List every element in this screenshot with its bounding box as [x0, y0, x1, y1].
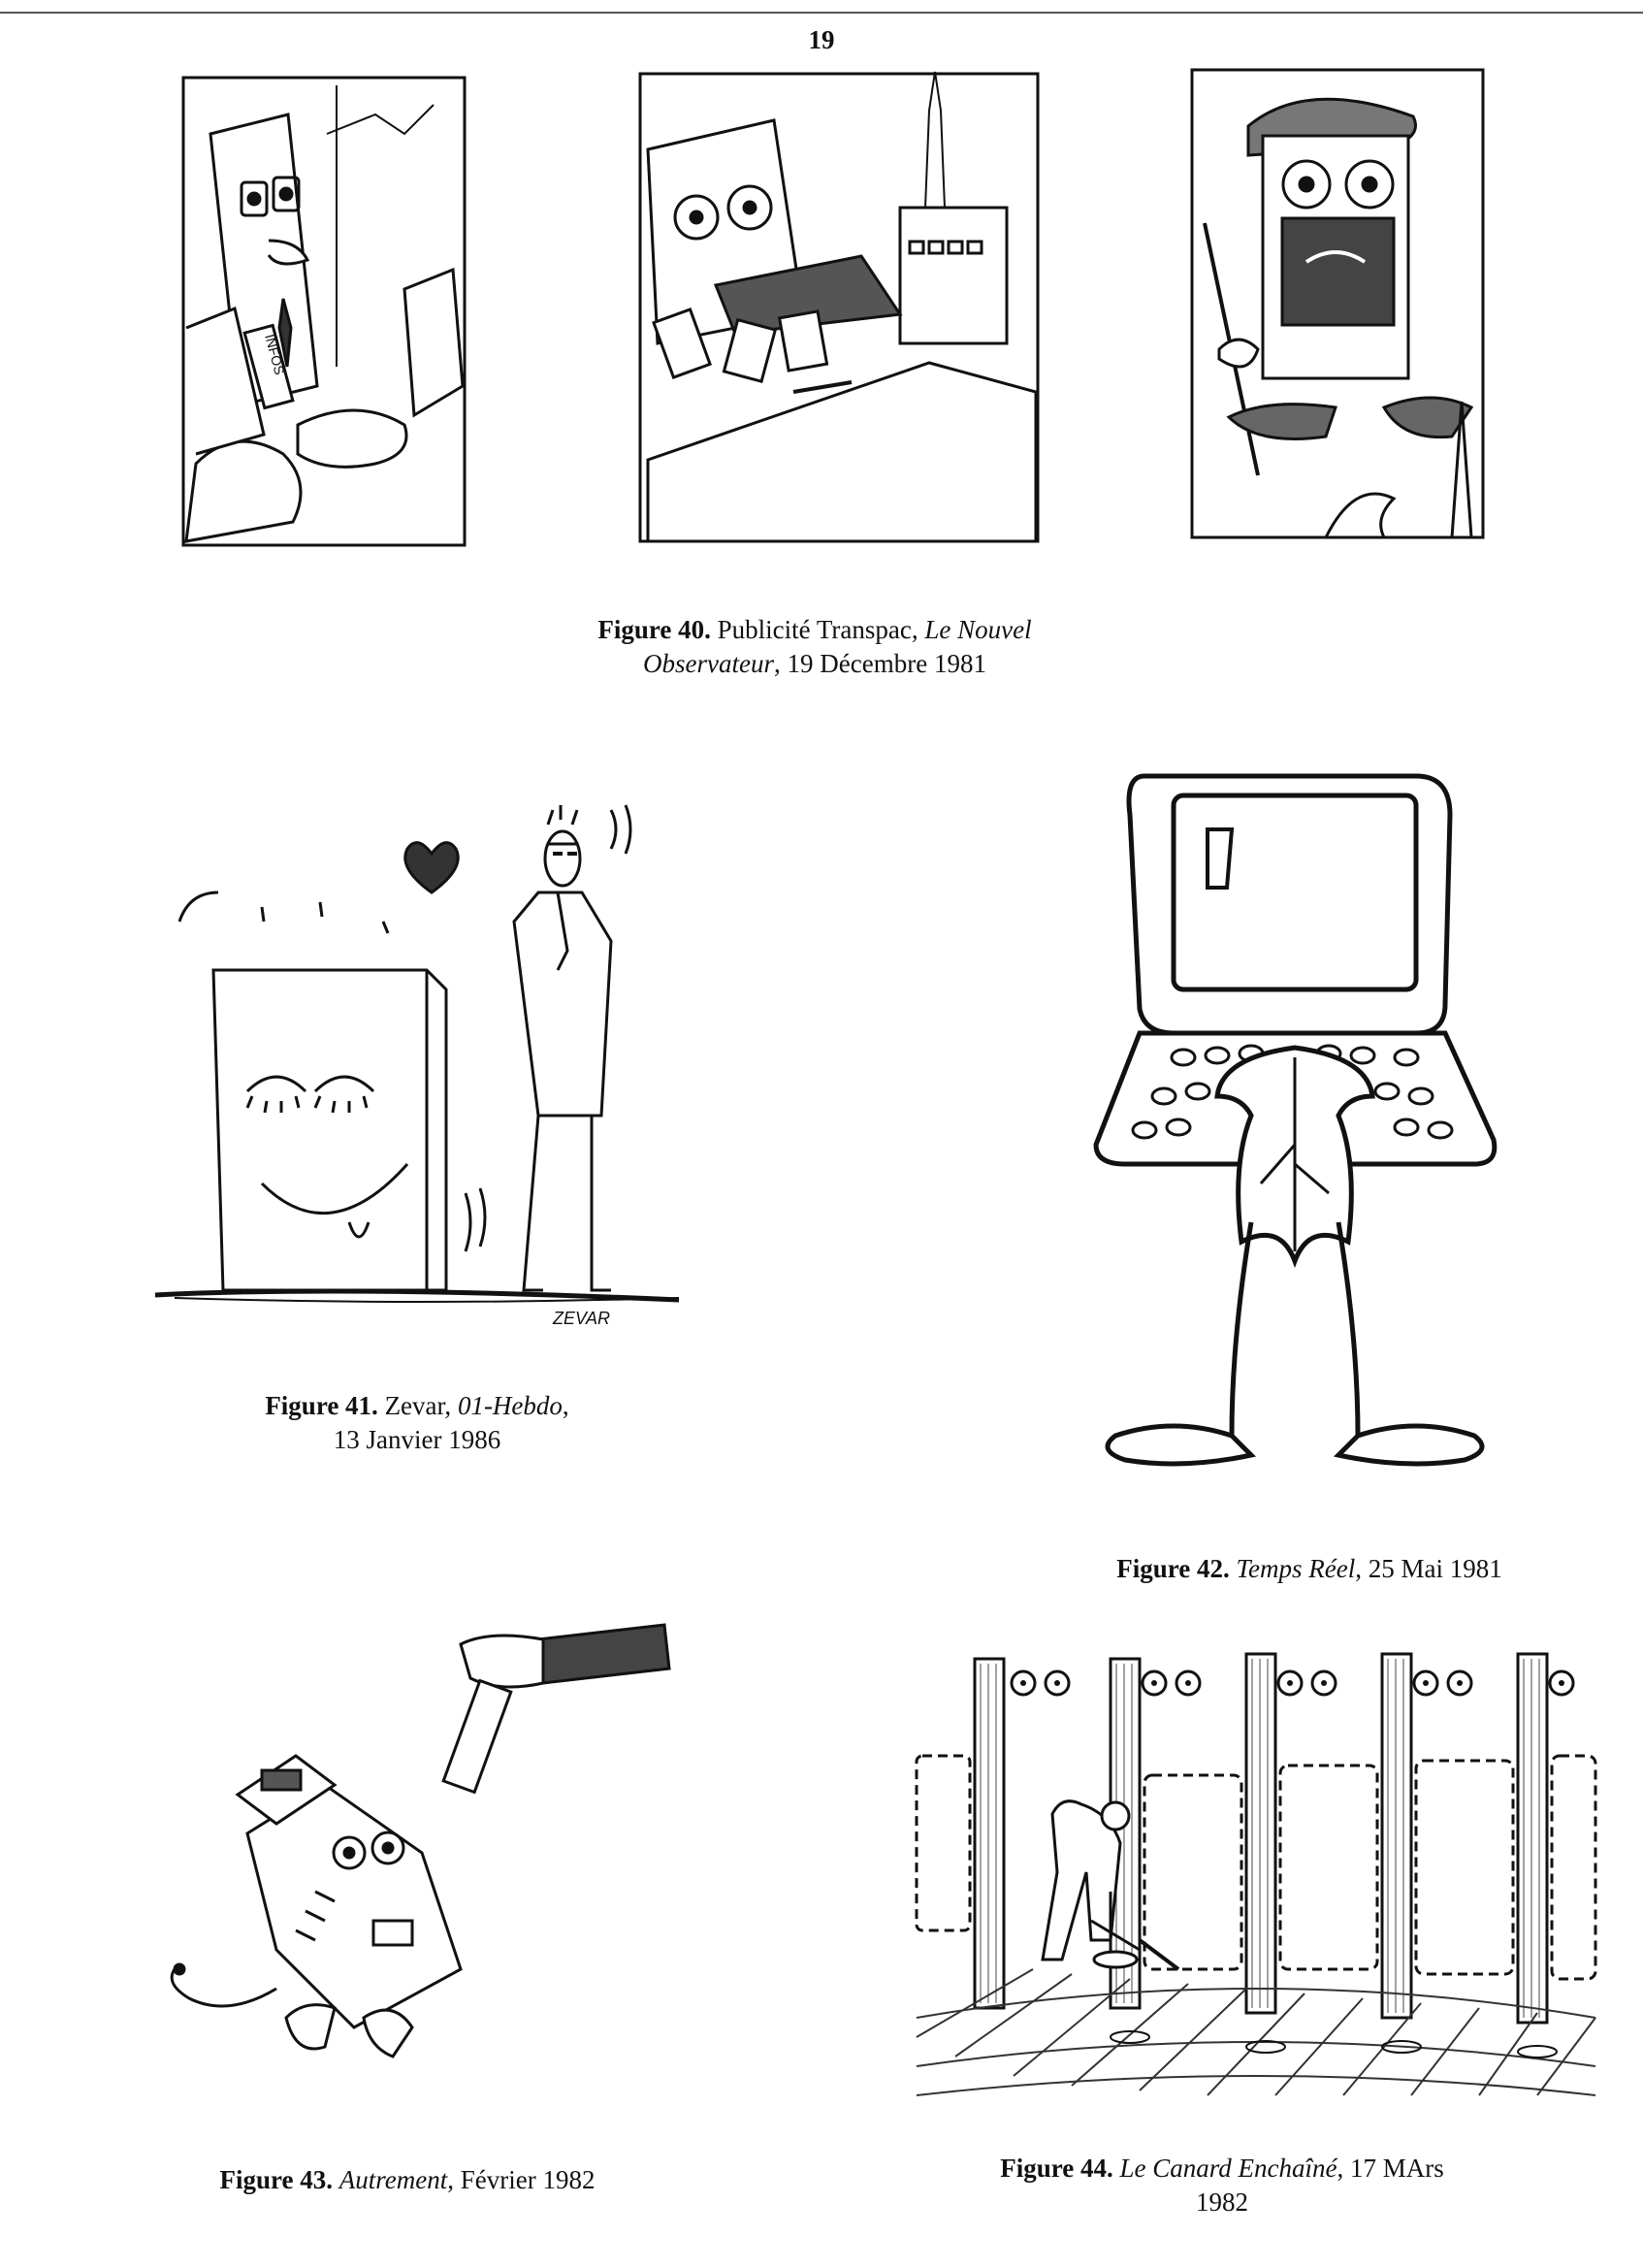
caption-italic: 01-Hebdo [457, 1391, 563, 1420]
figure-42-illustration [1086, 757, 1503, 1474]
figure-42-caption: Figure 42. Temps Réel, 25 Mai 1981 [1047, 1552, 1571, 1586]
figure-label: Figure 44. [1000, 2154, 1113, 2183]
caption-text: , Février 1982 [447, 2165, 596, 2194]
figure-40-panel-2 [638, 72, 1040, 543]
zevar-signature: ZEVAR [552, 1309, 610, 1328]
figure-41-illustration: ZEVAR [155, 766, 698, 1328]
caption-italic: Observateur [643, 649, 775, 678]
caption-text: , 17 MArs [1337, 2154, 1444, 2183]
caption-italic: Le Canard Enchaîné [1119, 2154, 1337, 2183]
caption-text: , [562, 1391, 569, 1420]
figure-43-illustration [170, 1601, 674, 2066]
figure-40-panel-3 [1190, 68, 1485, 539]
caption-line-2: 13 Janvier 1986 [333, 1425, 501, 1454]
caption-text: Publicité Transpac, [717, 615, 925, 644]
figure-label: Figure 41. [265, 1391, 378, 1420]
figure-41-caption: Figure 41. Zevar, 01-Hebdo, 13 Janvier 1… [213, 1389, 621, 1457]
caption-italic: Temps Réel [1236, 1554, 1356, 1583]
caption-text: , 19 Décembre 1981 [774, 649, 986, 678]
caption-italic: Le Nouvel [924, 615, 1032, 644]
caption-italic: Autrement [338, 2165, 448, 2194]
figure-label: Figure 40. [597, 615, 711, 644]
figure-label: Figure 42. [1116, 1554, 1230, 1583]
caption-text: Zevar, [384, 1391, 458, 1420]
caption-line-2: 1982 [1196, 2187, 1248, 2217]
page-top-rule [0, 12, 1643, 14]
figure-43-caption: Figure 43. Autrement, Février 1982 [145, 2163, 669, 2197]
figure-label: Figure 43. [219, 2165, 334, 2194]
figure-44-illustration [917, 1649, 1595, 2115]
figure-40-caption: Figure 40. Publicité Transpac, Le Nouvel… [524, 613, 1106, 681]
figure-44-caption: Figure 44. Le Canard Enchaîné, 17 MArs 1… [931, 2152, 1513, 2219]
caption-text: , 25 Mai 1981 [1355, 1554, 1502, 1583]
page-number: 19 [808, 25, 835, 54]
figure-40-panel-1: INFOS [181, 76, 467, 547]
